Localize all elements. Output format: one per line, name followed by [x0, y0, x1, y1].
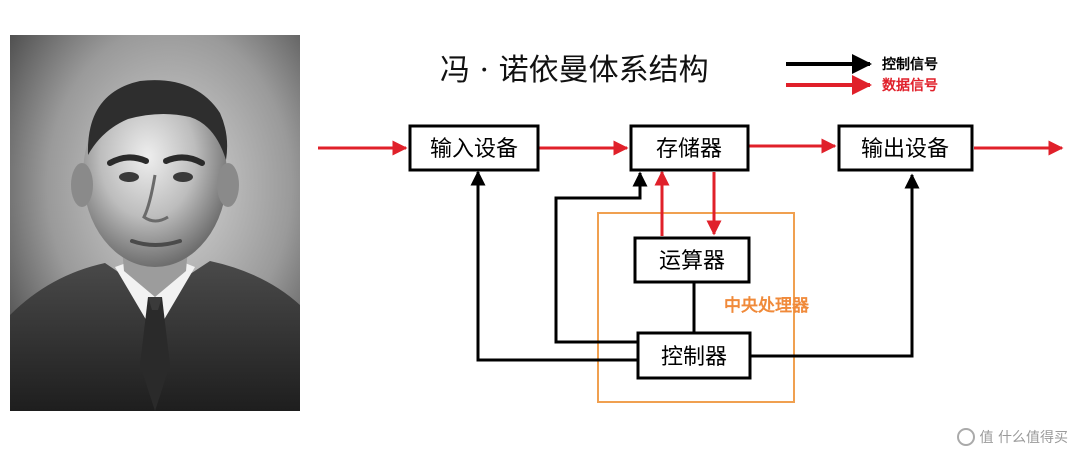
control-arrow-to-memory: [554, 171, 648, 344]
legend-data-label: 数据信号: [882, 77, 938, 94]
watermark-text: 值 什么值得买: [979, 430, 1068, 446]
box-controller-label: 控制器: [661, 345, 727, 370]
diagram-title: 冯 · 诺依曼体系结构: [440, 53, 709, 88]
control-arrow-to-output: [750, 173, 920, 358]
cpu-region: [597, 212, 795, 403]
watermark: 值 什么值得买: [956, 427, 1068, 447]
box-memory-label: 存储器: [656, 137, 722, 162]
cpu-label: 中央处理器: [724, 295, 810, 316]
box-alu-label: 运算器: [659, 249, 725, 274]
portrait-photo: [10, 35, 300, 411]
control-arrow-to-input: [470, 170, 638, 362]
watermark-logo-icon: [956, 428, 975, 446]
box-output-label: 输出设备: [861, 137, 949, 162]
box-input: 输入设备: [408, 124, 540, 172]
box-controller: 控制器: [636, 331, 752, 380]
box-output: 输出设备: [837, 124, 974, 172]
legend-control-label: 控制信号: [882, 56, 938, 73]
box-memory: 存储器: [629, 124, 750, 172]
legend: 控制信号 数据信号: [786, 54, 938, 95]
box-input-label: 输入设备: [430, 137, 518, 162]
box-alu: 运算器: [633, 236, 751, 284]
